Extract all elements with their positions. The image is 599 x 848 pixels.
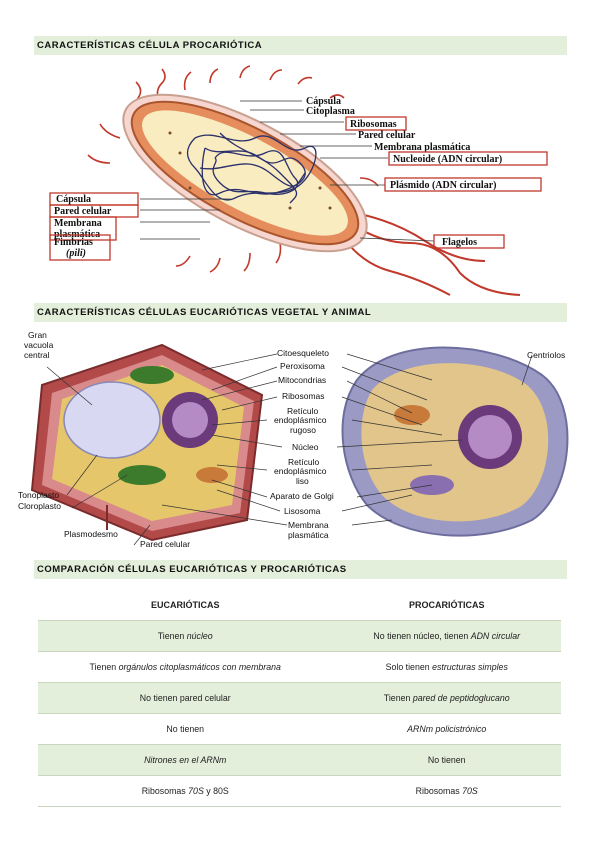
label-tonoplasto: Tonoplasto	[18, 490, 59, 500]
cell-eukaryotic: Tienen núcleo	[38, 620, 333, 652]
chloroplast-1	[118, 465, 166, 485]
label-nucleoide: Nucleoide (ADN circular)	[393, 154, 502, 165]
label-rel-3: liso	[296, 476, 309, 486]
ribosome-dots	[168, 131, 332, 210]
cell-eukaryotic: Nitrones en el ARNm	[38, 744, 333, 776]
label-pared-euk: Pared celular	[140, 539, 190, 549]
label-citoesqueleto: Citoesqueleto	[277, 348, 329, 358]
label-gran-1: Gran	[28, 330, 47, 340]
cell-eukaryotic: No tienen	[38, 713, 333, 745]
cell-eukaryotic: Ribosomas 70S y 80S	[38, 775, 333, 807]
label-fimbrias: Fimbrias	[54, 237, 93, 248]
label-rel-2: endoplásmico	[274, 466, 327, 476]
label-lisosoma: Lisosoma	[284, 506, 321, 516]
label-mitocondrias: Mitocondrias	[278, 375, 326, 385]
label-nucleo: Núcleo	[292, 442, 319, 452]
section-title-eukaryote: CARACTERÍSTICAS CÉLULAS EUCARIÓTICAS VEG…	[34, 303, 567, 322]
label-peroxisoma: Peroxisoma	[280, 361, 325, 371]
label-cloroplasto: Cloroplasto	[18, 501, 61, 511]
label-ribosomas-euk: Ribosomas	[282, 391, 325, 401]
label-plasmodesmo: Plasmodesmo	[64, 529, 118, 539]
label-gran-2: vacuola	[24, 340, 54, 350]
table-row: No tienen ARNm policistrónico	[38, 713, 561, 745]
label-rer-3: rugoso	[290, 425, 316, 435]
label-gran-3: central	[24, 350, 50, 360]
plant-cell	[30, 343, 264, 542]
section-title-comparison: COMPARACIÓN CÉLULAS EUCARIÓTICAS Y PROCA…	[34, 560, 567, 579]
animal-cell	[341, 346, 569, 537]
label-plasmido: Plásmido (ADN circular)	[390, 180, 496, 191]
cytoplasm	[142, 110, 348, 236]
label-rer-1: Retículo	[287, 406, 318, 416]
table-row: Nitrones en el ARNm No tienen	[38, 744, 561, 776]
eukaryote-cells-diagram: Citoesqueleto Peroxisoma Mitocondrias Ri…	[18, 330, 569, 549]
cell-eukaryotic: Tienen orgánulos citoplasmáticos con mem…	[38, 651, 333, 683]
label-membrana-right: Membrana plasmática	[374, 142, 470, 153]
nucleoid-dna	[186, 132, 317, 204]
label-membrana-left-1: Membrana	[54, 218, 102, 229]
table-row: No tienen pared celular Tienen pared de …	[38, 682, 561, 714]
label-ribosomas: Ribosomas	[350, 119, 397, 130]
cell-prokaryotic: No tienen núcleo, tienen ADN circular	[332, 620, 561, 652]
label-membrana-1: Membrana	[288, 520, 329, 530]
cell-prokaryotic: Tienen pared de peptidoglucano	[332, 682, 561, 714]
label-pared-left: Pared celular	[54, 206, 112, 217]
label-flagelos: Flagelos	[442, 237, 477, 248]
central-vacuole	[63, 381, 161, 459]
comparison-table: EUCARIÓTICAS PROCARIÓTICAS Tienen núcleo…	[38, 590, 561, 807]
header-eukaryotic: EUCARIÓTICAS	[150, 600, 220, 610]
label-citoplasma: Citoplasma	[306, 106, 355, 117]
cell-prokaryotic: Solo tienen estructuras simples	[332, 651, 561, 683]
cell-prokaryotic: Ribosomas 70S	[332, 775, 561, 807]
label-centriolos: Centriolos	[527, 350, 565, 360]
table-row: Tienen núcleo No tienen núcleo, tienen A…	[38, 620, 561, 652]
table-row: Ribosomas 70S y 80S Ribosomas 70S	[38, 775, 561, 807]
label-pili: (pili)	[66, 248, 86, 259]
label-golgi: Aparato de Golgi	[270, 491, 334, 501]
label-capsula-left: Cápsula	[56, 194, 91, 205]
cell-prokaryotic: No tienen	[332, 744, 561, 776]
table-header-row: EUCARIÓTICAS PROCARIÓTICAS	[38, 590, 561, 621]
header-prokaryotic: PROCARIÓTICAS	[408, 600, 485, 610]
table-row: Tienen orgánulos citoplasmáticos con mem…	[38, 651, 561, 683]
label-rer-2: endoplásmico	[274, 415, 327, 425]
label-rel-1: Retículo	[288, 457, 319, 467]
label-pared-right: Pared celular	[358, 130, 416, 141]
prokaryote-cell-diagram: Cápsula Citoplasma Ribosomas Pared celul…	[49, 65, 548, 296]
cell-prokaryotic: ARNm policistrónico	[332, 713, 561, 745]
cell-eukaryotic: No tienen pared celular	[38, 682, 333, 714]
label-membrana-2: plasmática	[288, 530, 329, 540]
label-capsula-right: Cápsula	[306, 96, 341, 107]
section-title-prokaryote: CARACTERÍSTICAS CÉLULA PROCARIÓTICA	[34, 36, 567, 55]
chloroplast-2	[130, 366, 174, 384]
